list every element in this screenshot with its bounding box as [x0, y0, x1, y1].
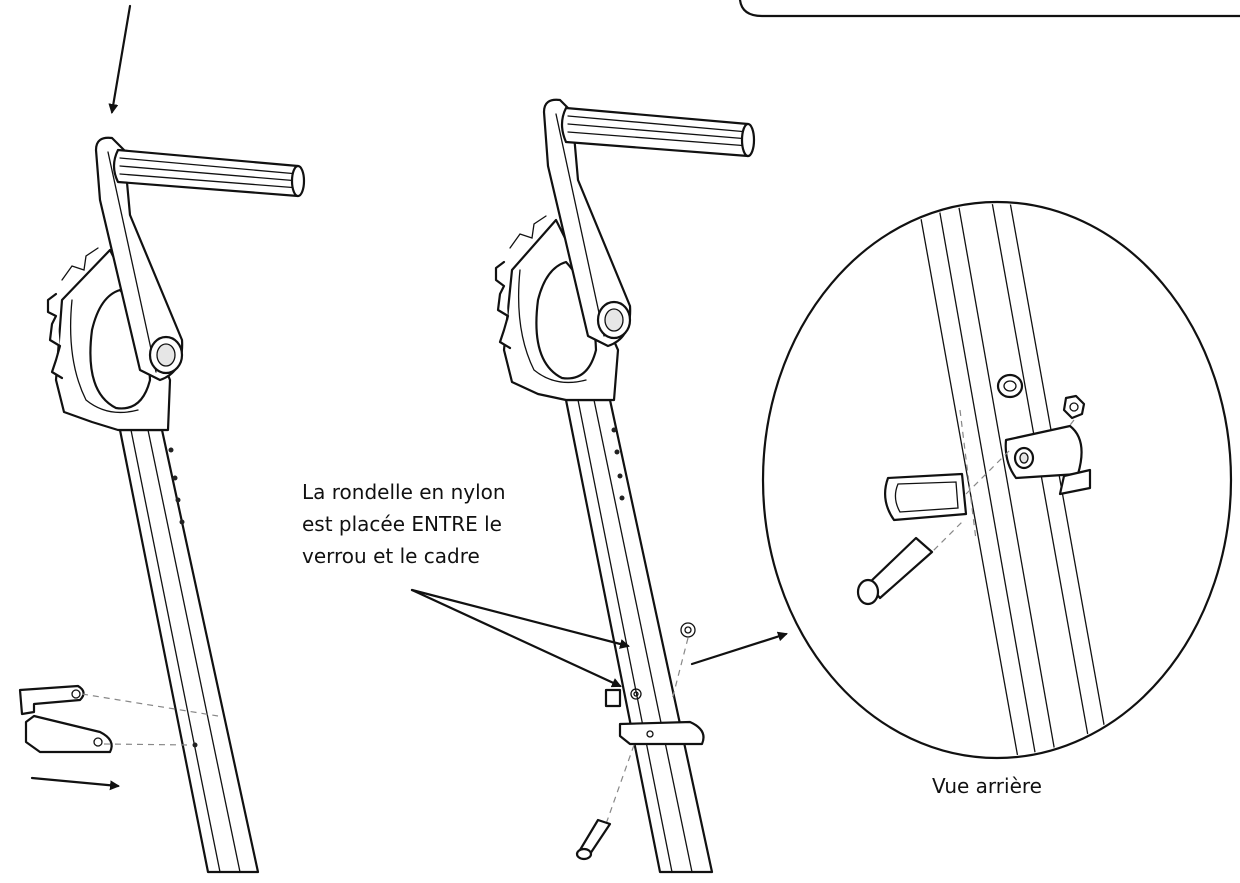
left-frame-tube — [118, 428, 260, 874]
insert-direction-arrow — [30, 776, 120, 791]
middle-assembly — [410, 98, 788, 874]
nylon-washer — [630, 688, 642, 700]
detail-pin — [856, 536, 934, 606]
left-lock-bracket — [18, 684, 219, 791]
middle-lever — [542, 98, 632, 348]
detail-view-arrow — [690, 631, 788, 666]
callout-arrow-lower — [410, 588, 622, 688]
rear-view-caption: Vue arrière — [932, 774, 1042, 798]
middle-installed-lock — [575, 622, 705, 861]
callout-arrow-upper — [410, 588, 630, 649]
press-down-arrow — [108, 4, 132, 114]
left-grip-handle — [112, 148, 306, 198]
detail-bracket-right — [1004, 424, 1092, 496]
frame-corner — [738, 0, 1240, 18]
bolt-pin — [575, 818, 612, 861]
nut — [680, 622, 696, 638]
detail-nut — [1062, 394, 1086, 420]
detail-washer — [996, 373, 1024, 399]
left-assembly — [18, 4, 306, 874]
middle-grip-handle — [560, 106, 756, 158]
detail-bracket-left — [883, 472, 968, 522]
left-lever — [94, 136, 184, 382]
nylon-washer-note: La rondelle en nylon est placée ENTRE le… — [302, 476, 572, 572]
rear-detail-view — [761, 200, 1233, 760]
note-line-1: La rondelle en nylon — [302, 480, 506, 504]
note-line-2: est placée ENTRE le — [302, 512, 502, 536]
note-line-3: verrou et le cadre — [302, 544, 480, 568]
middle-ratchet-body — [494, 215, 620, 402]
